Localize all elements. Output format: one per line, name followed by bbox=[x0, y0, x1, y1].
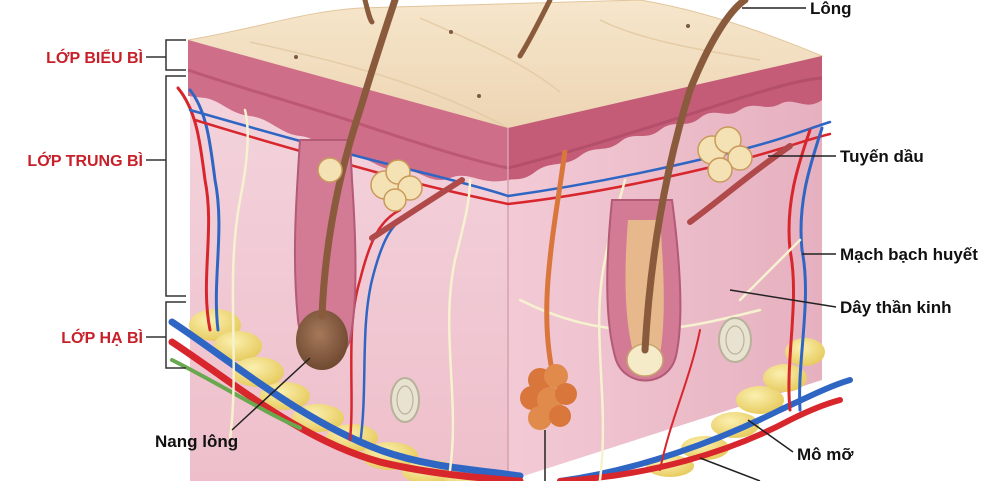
callout-leader-lines bbox=[231, 7, 837, 481]
label-sebaceous-gland: Tuyến dầu bbox=[840, 147, 924, 166]
label-hair-follicle: Nang lông bbox=[155, 432, 238, 451]
pacinian-corpuscle-left bbox=[390, 377, 420, 423]
layer-brackets bbox=[146, 39, 186, 369]
pacinian-corpuscle-right bbox=[718, 317, 752, 363]
label-nerve: Dây thần kinh bbox=[840, 298, 951, 317]
sebaceous-gland-left bbox=[317, 157, 423, 212]
epidermis-top-surface bbox=[187, 0, 824, 141]
label-lymph-vessel: Mạch bạch huyết bbox=[840, 245, 978, 264]
skin-block bbox=[168, 0, 853, 481]
label-hair: Lông bbox=[810, 0, 852, 18]
epidermis-band-side bbox=[508, 56, 822, 180]
sweat-gland bbox=[520, 149, 577, 430]
label-fat-tissue: Mô mỡ bbox=[797, 445, 854, 464]
label-epidermis: LỚP BIỂU BÌ bbox=[46, 48, 143, 67]
sebaceous-gland-right bbox=[697, 126, 753, 183]
label-dermis: LỚP TRUNG BÌ bbox=[27, 151, 143, 170]
label-hypodermis: LỚP HẠ BÌ bbox=[61, 328, 143, 347]
hair-follicle-right bbox=[606, 0, 793, 382]
hair-follicle-left bbox=[293, 0, 465, 370]
